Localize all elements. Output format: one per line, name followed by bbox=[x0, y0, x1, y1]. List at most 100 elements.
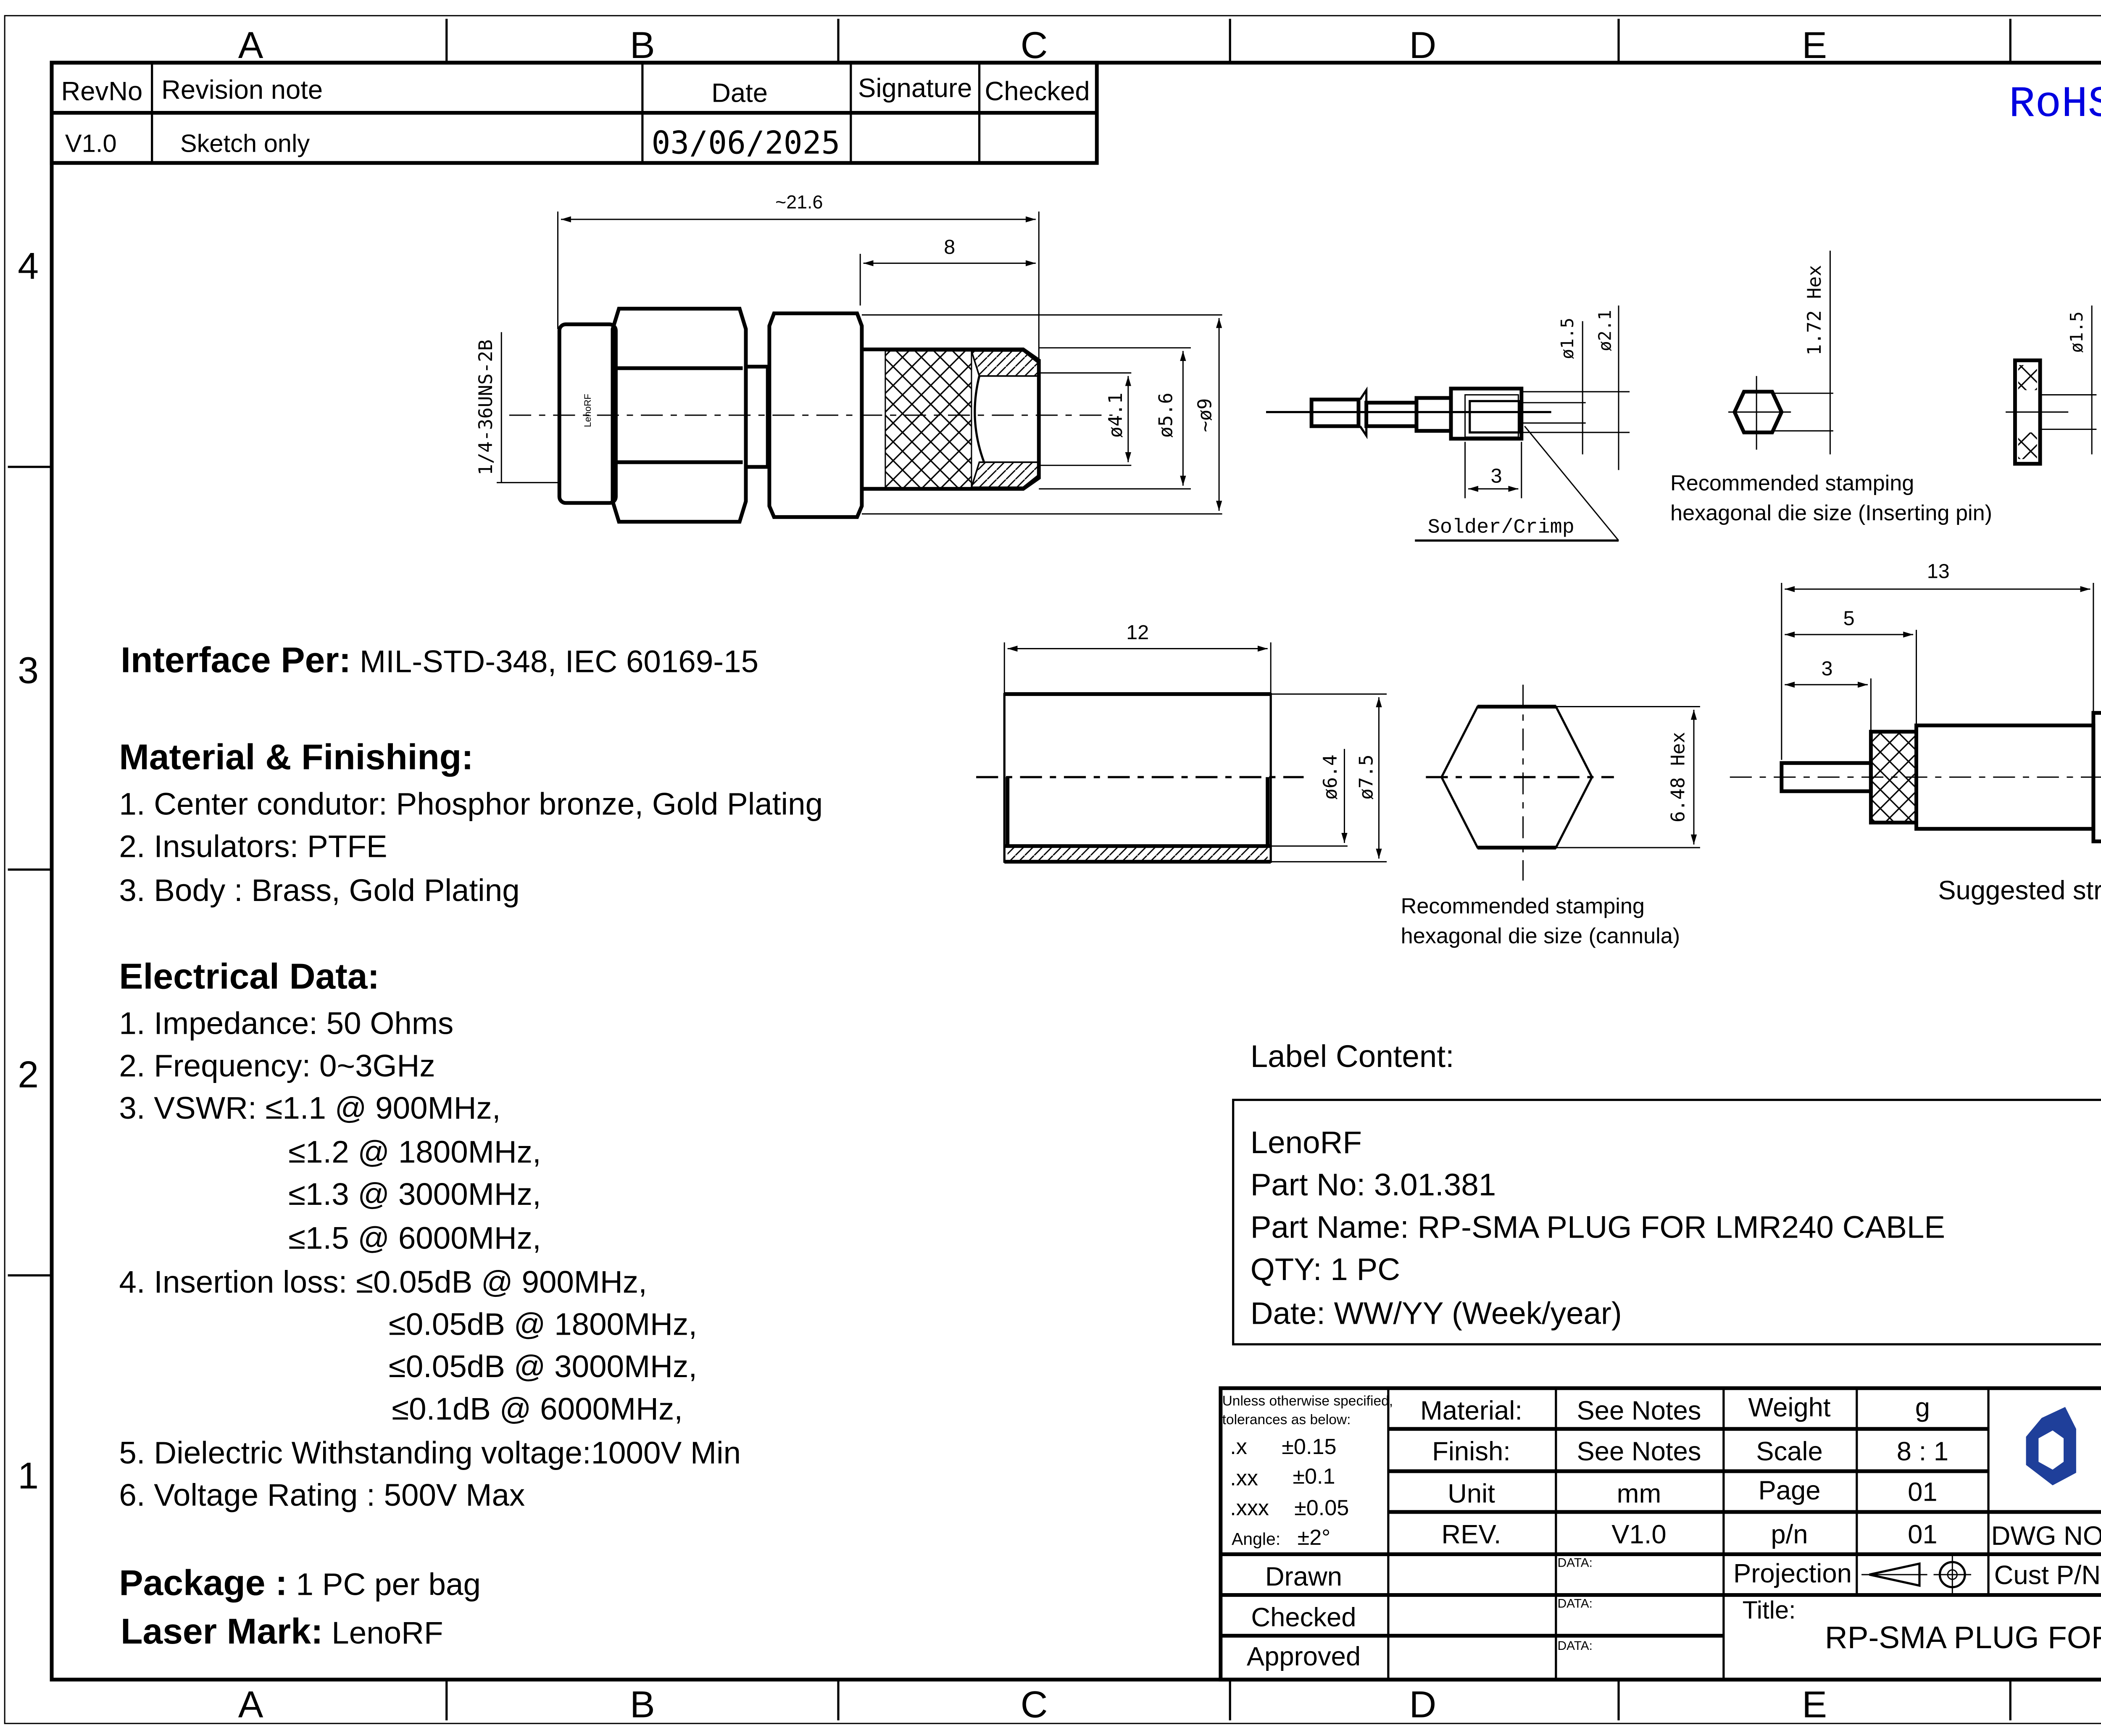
material-value: See Notes bbox=[1577, 1396, 1701, 1425]
weight-value: g bbox=[1915, 1393, 1930, 1422]
zone-row-4: 4 bbox=[18, 245, 39, 287]
tolerance-angle-key: Angle: bbox=[1232, 1529, 1280, 1549]
tolerance-xx-key: .xx bbox=[1230, 1466, 1258, 1490]
solder-crimp-callout: Solder/Crimp bbox=[1428, 516, 1574, 539]
zone-col-b: B bbox=[630, 24, 655, 66]
rev-row-note: Sketch only bbox=[180, 129, 310, 158]
tolerance-x-key: .x bbox=[1230, 1435, 1247, 1459]
pn-value: 01 bbox=[1908, 1520, 1938, 1549]
label-line-4: QTY: 1 PC bbox=[1251, 1251, 1400, 1287]
page-label: Page bbox=[1758, 1476, 1820, 1505]
title-block: Unless otherwise specified, tolerances a… bbox=[1219, 1386, 2101, 1682]
ferrule-hex-caption-2: hexagonal die size (cannula) bbox=[1401, 924, 1680, 948]
outer-border bbox=[4, 15, 2101, 1724]
electrical-item-4b: ≤0.05dB @ 1800MHz, bbox=[389, 1307, 697, 1342]
electrical-item-3b: ≤1.2 @ 1800MHz, bbox=[288, 1134, 541, 1169]
laser-mark-label: LenoRF bbox=[582, 394, 593, 427]
dim-dia-mid: ø5.6 bbox=[1154, 393, 1177, 438]
material-label: Material: bbox=[1420, 1396, 1522, 1425]
zone-col-a: A bbox=[238, 24, 263, 66]
zone-row-3: 3 bbox=[18, 649, 39, 691]
title-label: Title: bbox=[1743, 1596, 1796, 1624]
pin-length-dim: 3 bbox=[1491, 464, 1502, 487]
dim-dia-inner: ø4.1 bbox=[1104, 393, 1127, 438]
zone-col-d-bottom: D bbox=[1409, 1683, 1437, 1725]
strip-dim-mid: 5 bbox=[1843, 607, 1855, 630]
interface-value: MIL-STD-348, IEC 60169-15 bbox=[351, 643, 758, 679]
laser-mark-label-text: Laser Mark: bbox=[121, 1611, 323, 1652]
package-label: Package : bbox=[119, 1562, 287, 1603]
scale-value: 8 : 1 bbox=[1897, 1437, 1948, 1466]
unit-value: mm bbox=[1617, 1479, 1661, 1508]
tolerance-xx-value: ±0.1 bbox=[1293, 1465, 1335, 1489]
projection-label: Projection bbox=[1733, 1559, 1852, 1588]
strip-dim-total: 13 bbox=[1927, 560, 1950, 583]
zone-col-b-bottom: B bbox=[630, 1683, 655, 1725]
material-item-2: 2. Insulators: PTFE bbox=[119, 828, 387, 864]
projection-symbol-icon bbox=[1861, 1556, 1972, 1594]
pin-hex-size: 1.72 Hex bbox=[1803, 265, 1825, 355]
dim-crimp-length: 8 bbox=[944, 236, 955, 258]
electrical-item-4: 4. Insertion loss: ≤0.05dB @ 900MHz, bbox=[119, 1264, 647, 1299]
tolerance-xxx-value: ±0.05 bbox=[1294, 1496, 1349, 1520]
rev-row-revno: V1.0 bbox=[65, 129, 117, 158]
electrical-item-4d: ≤0.1dB @ 6000MHz, bbox=[392, 1391, 683, 1426]
tolerance-x-value: ±0.15 bbox=[1282, 1435, 1336, 1459]
weight-label: Weight bbox=[1748, 1393, 1831, 1422]
tolerance-xxx-key: .xxx bbox=[1230, 1496, 1269, 1520]
electrical-item-2: 2. Frequency: 0~3GHz bbox=[119, 1048, 435, 1083]
approved-label: Approved bbox=[1247, 1642, 1361, 1671]
svg-text:Laser Mark: LenoRF: Laser Mark: LenoRF bbox=[121, 1611, 443, 1652]
rohs-compliant-label: RoHS Compliant. bbox=[2009, 80, 2101, 129]
lenorf-logo: LenoRF bbox=[2026, 1407, 2076, 1486]
tolerance-note-1: Unless otherwise specified, bbox=[1222, 1393, 1393, 1409]
label-line-3: Part Name: RP-SMA PLUG FOR LMR240 CABLE bbox=[1251, 1209, 1945, 1244]
label-content: Label Content: LenoRF Part No: 3.01.381 … bbox=[1232, 1038, 2101, 1346]
dim-dia-outer: ~ø9 bbox=[1193, 398, 1216, 432]
pin-hex-caption-1: Recommended stamping bbox=[1670, 471, 1914, 495]
rev-row-date: 03/06/2025 bbox=[652, 124, 840, 161]
material-item-1: 1. Center condutor: Phosphor bronze, Gol… bbox=[119, 786, 823, 822]
checked-label: Checked bbox=[1251, 1603, 1356, 1632]
package-value: 1 PC per bag bbox=[287, 1566, 481, 1602]
unit-label: Unit bbox=[1448, 1479, 1495, 1508]
electrical-item-6: 6. Voltage Rating : 500V Max bbox=[119, 1477, 525, 1512]
drawn-label: Drawn bbox=[1265, 1562, 1342, 1591]
scale-label: Scale bbox=[1756, 1437, 1823, 1466]
page-value: 01 bbox=[1908, 1478, 1938, 1507]
material-item-3: 3. Body : Brass, Gold Plating bbox=[119, 872, 519, 908]
title-value: RP-SMA PLUG FOR LMR240 CABLE bbox=[1825, 1620, 2101, 1655]
electrical-item-3: 3. VSWR: ≤1.1 @ 900MHz, bbox=[119, 1090, 500, 1125]
label-line-2: Part No: 3.01.381 bbox=[1251, 1167, 1496, 1202]
dim-overall-length: ~21.6 bbox=[775, 192, 823, 213]
strip-dim-short: 3 bbox=[1821, 657, 1832, 680]
specifications: Interface Per: MIL-STD-348, IEC 60169-15… bbox=[119, 640, 823, 1652]
ferrule-view: 12 ø6.4 ø7.5 bbox=[976, 621, 1387, 864]
rev-value: V1.0 bbox=[1611, 1520, 1666, 1549]
tolerance-note-2: tolerances as below: bbox=[1222, 1412, 1351, 1428]
checked-data-label: DATA: bbox=[1558, 1596, 1593, 1610]
zone-col-c-bottom: C bbox=[1021, 1683, 1048, 1725]
material-heading: Material & Finishing: bbox=[119, 737, 473, 777]
electrical-item-4c: ≤0.05dB @ 3000MHz, bbox=[389, 1349, 697, 1384]
revision-table: RevNo Revision note Date Signature Check… bbox=[50, 61, 1099, 165]
electrical-item-3d: ≤1.5 @ 6000MHz, bbox=[288, 1220, 541, 1255]
ferrule-length-dim: 12 bbox=[1126, 621, 1149, 644]
rev-header-note: Revision note bbox=[161, 75, 323, 105]
rev-header-signature: Signature bbox=[858, 74, 972, 103]
contact-pin-view: ø1.5 ø2.1 3 Solder/Crimp bbox=[1266, 306, 1630, 542]
zone-col-c: C bbox=[1021, 24, 1048, 66]
label-content-heading: Label Content: bbox=[1251, 1038, 1454, 1074]
ferrule-hex-caption-1: Recommended stamping bbox=[1401, 894, 1645, 919]
rev-header-revno: RevNo bbox=[61, 77, 143, 106]
finish-value: See Notes bbox=[1577, 1437, 1701, 1466]
cust-pn-label: Cust P/N. bbox=[1994, 1560, 2101, 1590]
ferrule-dia-outer: ø7.5 bbox=[1355, 754, 1377, 800]
stripping-view: 13 5 3 Suggested stripping bbox=[1730, 560, 2101, 905]
zone-col-d: D bbox=[1409, 24, 1437, 66]
rev-header-checked: Checked bbox=[985, 77, 1090, 106]
label-line-1: LenoRF bbox=[1251, 1125, 1362, 1160]
ferrule-hex-size: 6.48 Hex bbox=[1667, 732, 1689, 822]
stripping-caption: Suggested stripping bbox=[1938, 876, 2101, 905]
